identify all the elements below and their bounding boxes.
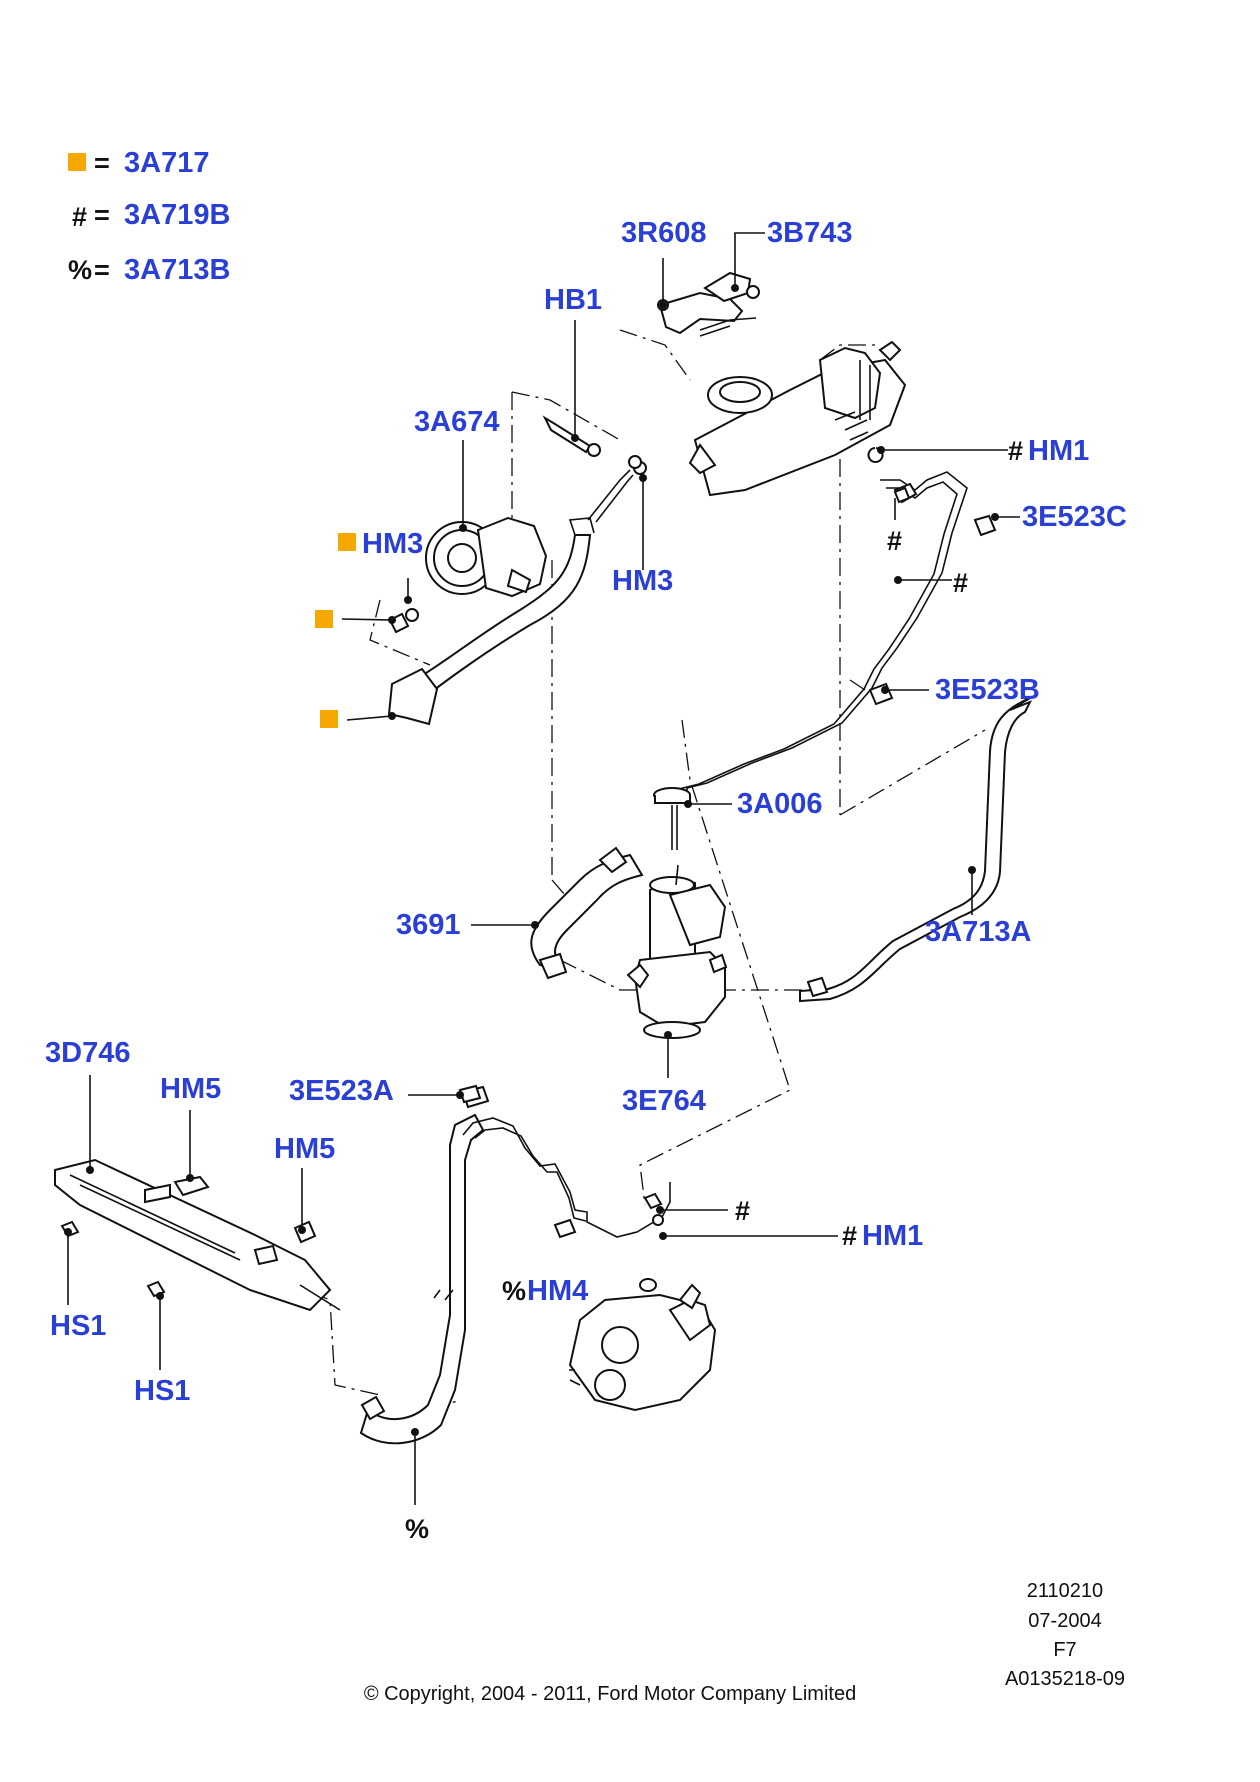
- callout-HM1-bottom: HM1: [862, 1220, 923, 1252]
- legend-code-3A713B: 3A713B: [124, 254, 230, 286]
- drawing-number: 2110210: [1027, 1580, 1103, 1602]
- master-cylinder: [688, 340, 907, 497]
- hash-symbol-pipe: #: [887, 526, 902, 556]
- footer: 2110210 07-2004 F7 A0135218-09 © Copyrig…: [364, 1580, 1125, 1705]
- legend-code-3A717: 3A717: [124, 147, 209, 179]
- callout-3A674: 3A674: [414, 406, 499, 438]
- reservoir-supply-hose-3691: [530, 846, 644, 980]
- callout-3E523C: 3E523C: [1022, 501, 1127, 533]
- callout-3E523A: 3E523A: [289, 1075, 394, 1107]
- return-hose-3A713A: [799, 697, 1033, 1003]
- legend-equals-1: =: [94, 148, 110, 178]
- small-fittings: [388, 415, 997, 1292]
- percent-symbol-hm4: %: [502, 1276, 526, 1306]
- legend-equals-3: =: [94, 255, 110, 285]
- legend: = 3A717 # = 3A719B % = 3A713B: [68, 147, 230, 286]
- callout-HS1-b: HS1: [134, 1375, 190, 1407]
- percent-symbol-bottom: %: [405, 1514, 429, 1544]
- orange-square-icon: [338, 533, 356, 551]
- callout-3A713A: 3A713A: [925, 916, 1031, 948]
- fluid-reservoir: [626, 787, 728, 1039]
- steel-pressure-line: [678, 471, 968, 800]
- copyright-notice: © Copyright, 2004 - 2011, Ford Motor Com…: [364, 1683, 856, 1705]
- callout-HM3-center: HM3: [612, 565, 673, 597]
- callout-3R608: 3R608: [621, 217, 706, 249]
- symbol-markers: # # # # # % %: [405, 436, 1023, 1544]
- hash-symbol-right: #: [953, 568, 968, 598]
- callout-HB1: HB1: [544, 284, 602, 316]
- power-steering-pump: [425, 516, 548, 598]
- hash-symbol-gear-a: #: [735, 1196, 750, 1226]
- brake-line-bracket-3B743: [657, 271, 760, 337]
- steering-cooler: [54, 1158, 341, 1312]
- callout-HS1-a: HS1: [50, 1310, 106, 1342]
- legend-equals-2: =: [94, 200, 110, 230]
- callout-HM4: HM4: [527, 1275, 588, 1307]
- callout-HM3-left: HM3: [362, 528, 423, 560]
- callout-labels: 3R608 3B743 HB1 3A674 HM3 HM3 HM1 3E523C…: [45, 217, 1127, 1407]
- drawing-id: A0135218-09: [1005, 1668, 1125, 1690]
- steering-gear: [568, 1283, 717, 1412]
- hash-symbol-gear-b: #: [842, 1221, 857, 1251]
- callout-3A006: 3A006: [737, 788, 822, 820]
- legend-symbol-percent: %: [68, 255, 92, 285]
- callout-3E764: 3E764: [622, 1085, 706, 1117]
- callout-leaders: [64, 232, 1020, 1505]
- callout-HM5-a: HM5: [160, 1073, 221, 1105]
- callout-3B743: 3B743: [767, 217, 852, 249]
- orange-square-icon: [68, 153, 86, 171]
- callout-HM1-top: HM1: [1028, 435, 1089, 467]
- drawing-date: 07-2004: [1028, 1610, 1101, 1632]
- hash-symbol-hm1: #: [1008, 436, 1023, 466]
- gear-return-hose: [359, 1113, 485, 1445]
- orange-square-icon: [315, 610, 333, 628]
- callout-3D746: 3D746: [45, 1037, 130, 1069]
- callout-3E523B: 3E523B: [935, 674, 1040, 706]
- drawing-revision: F7: [1053, 1639, 1076, 1661]
- pump-pressure-hose: [387, 461, 647, 726]
- callout-HM5-b: HM5: [274, 1133, 335, 1165]
- legend-symbol-hash: #: [72, 202, 87, 232]
- orange-square-icon: [320, 710, 338, 728]
- orange-markers: [315, 533, 356, 728]
- legend-code-3A719B: 3A719B: [124, 199, 230, 231]
- callout-3691: 3691: [396, 909, 461, 941]
